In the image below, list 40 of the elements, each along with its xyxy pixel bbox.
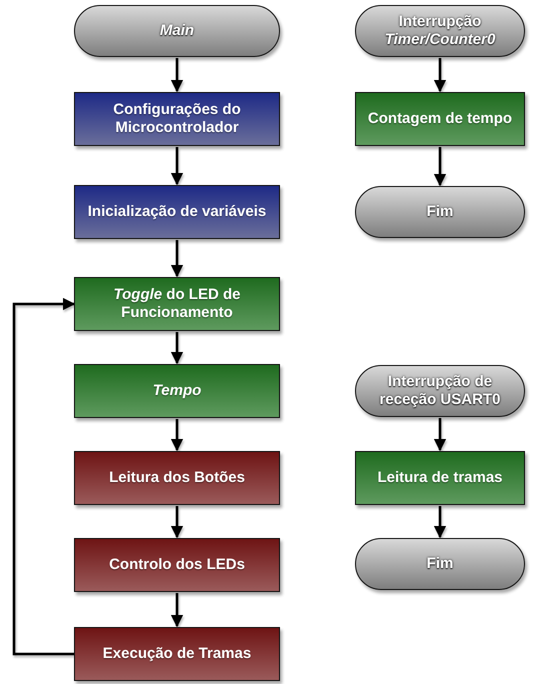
process-box: [74, 92, 280, 146]
terminal-pill: [355, 186, 525, 238]
node-label: Toggle do LED de Funcionamento: [112, 286, 242, 322]
arrow: [170, 419, 184, 452]
node-label: Fim: [426, 203, 454, 221]
arrow: [434, 506, 446, 538]
node-label: Leitura dos Botões: [109, 469, 245, 487]
arrow: [170, 506, 184, 538]
node-label: Interrupção Timer/Counter0: [384, 13, 496, 49]
process-box: [74, 277, 280, 331]
node-label: Contagem de tempo: [368, 110, 512, 128]
arrow: [170, 58, 184, 92]
node-label: Leitura de tramas: [377, 469, 503, 487]
arrow: [170, 147, 184, 186]
process-box: [355, 92, 525, 146]
node-label: Execução de Tramas: [102, 645, 252, 663]
process-box: [74, 538, 280, 592]
terminal-pill: [355, 5, 525, 57]
terminal-pill: [355, 538, 525, 590]
arrow: [170, 593, 184, 628]
terminal-pill: [74, 5, 280, 57]
process-box: [74, 364, 280, 418]
node-label: Inicialização de variáveis: [88, 203, 266, 221]
terminal-pill: [355, 365, 525, 417]
arrow: [12, 298, 76, 656]
process-box: [74, 627, 280, 681]
node-label: Configurações do Microcontrolador: [112, 101, 242, 137]
node-label: Tempo: [152, 382, 202, 400]
process-box: [74, 451, 280, 505]
node-label: Interrupção de receção USART0: [378, 373, 502, 409]
arrow: [434, 418, 446, 452]
arrow: [434, 58, 446, 92]
arrow: [434, 147, 446, 186]
process-box: [355, 451, 525, 505]
arrow: [170, 240, 184, 278]
node-label: Fim: [426, 555, 454, 573]
process-box: [74, 185, 280, 239]
node-label: Controlo dos LEDs: [109, 556, 245, 574]
arrow: [170, 332, 184, 364]
node-label: Main: [160, 22, 194, 40]
